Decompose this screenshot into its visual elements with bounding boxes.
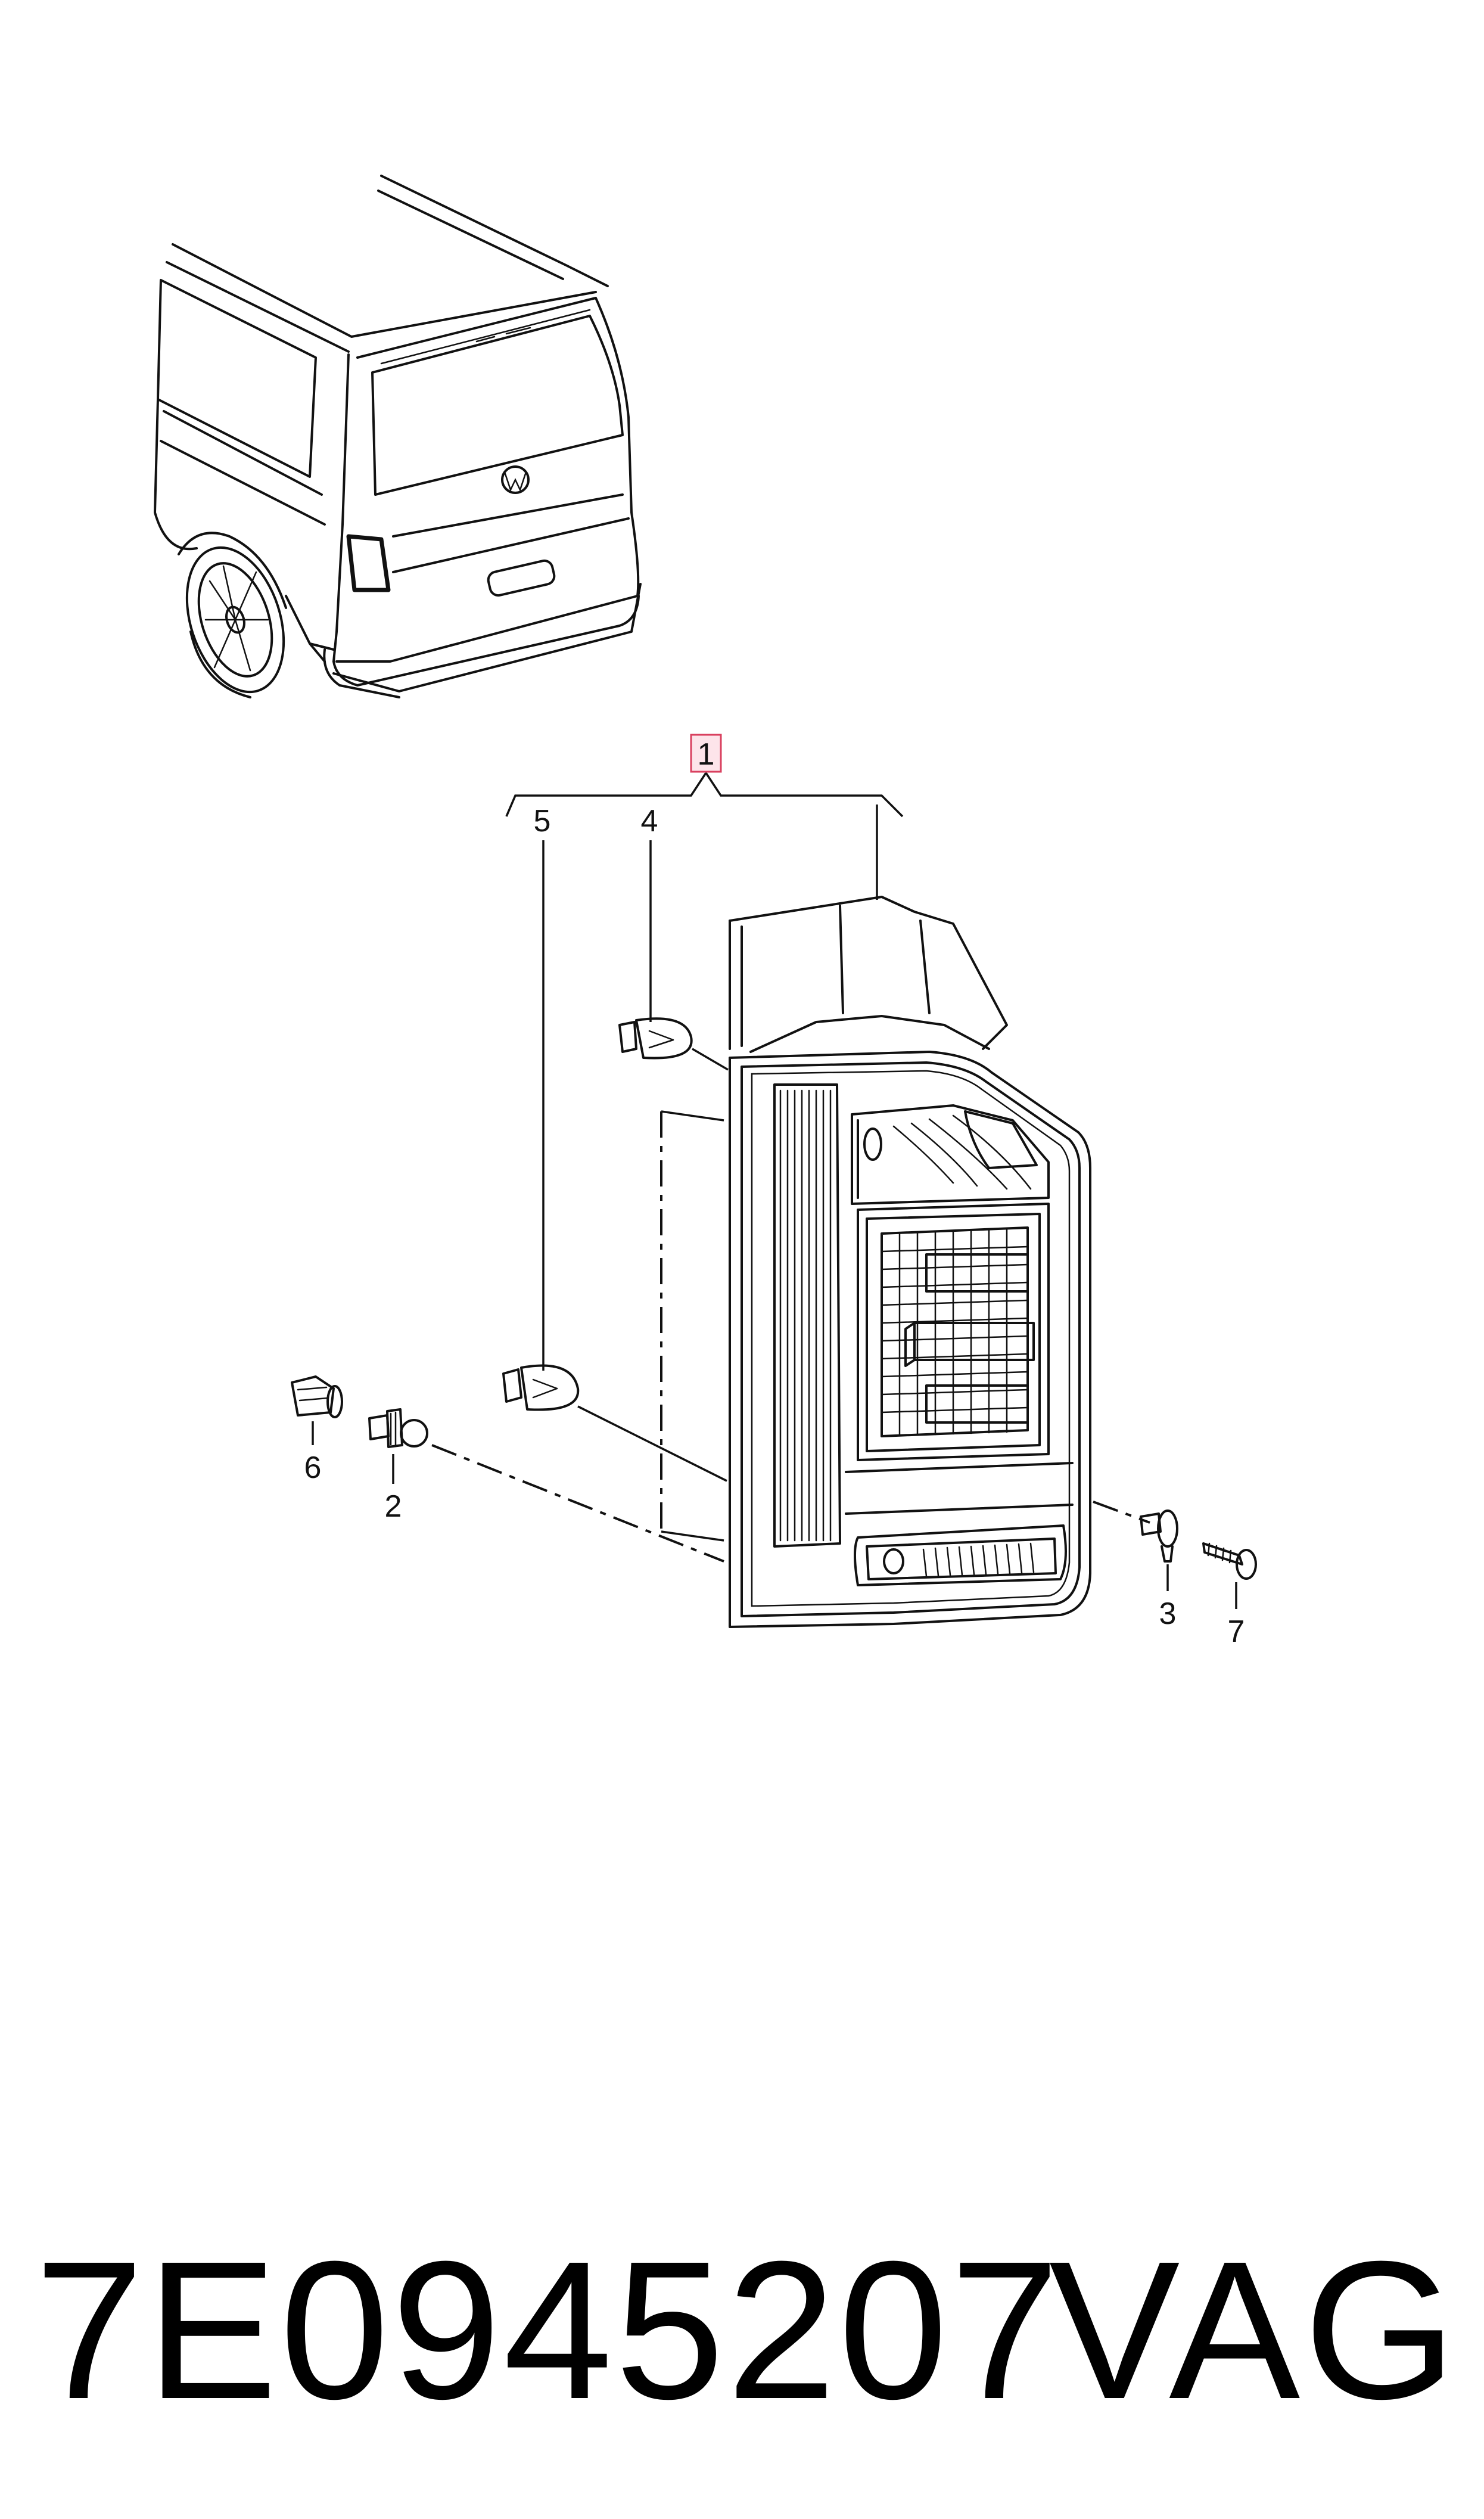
bulb-icon: 5: [502, 804, 727, 1482]
mounting-guides: [431, 1110, 1150, 1563]
callout-7: 7: [1228, 1614, 1245, 1649]
callout-1: 1: [698, 737, 715, 772]
part-number: 7E0945207: [35, 2220, 1062, 2440]
exploded-parts-diagram: 1: [154, 175, 1257, 1649]
screw-icon: 7: [1202, 1542, 1257, 1649]
footer: 7E0945207 VAG: [0, 2205, 1484, 2455]
assembly-bracket: 1: [505, 734, 904, 900]
callout-3: 3: [1159, 1596, 1177, 1631]
callout-6: 6: [304, 1450, 322, 1485]
nut-icon: 3: [1140, 1509, 1178, 1631]
vw-emblem-icon: [501, 465, 530, 494]
callout-5: 5: [534, 804, 551, 838]
clip-icon: 6: [291, 1375, 343, 1485]
brand-name: VAG: [1049, 2220, 1460, 2440]
van-rear-view-icon: [154, 175, 642, 698]
tail-light-assembly-icon: [729, 896, 1091, 1628]
bulb-icon: 4: [618, 804, 729, 1071]
screw-icon: 2: [368, 1408, 428, 1524]
callout-4: 4: [641, 804, 658, 838]
callout-2: 2: [385, 1489, 402, 1524]
